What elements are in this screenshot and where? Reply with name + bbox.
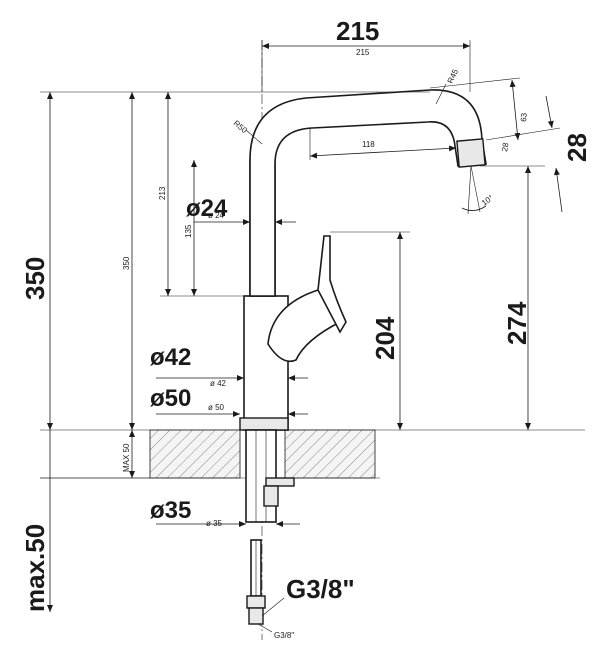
label-diameter-50: ø50 xyxy=(150,385,191,412)
leader-r50 xyxy=(245,129,263,145)
label-135: 135 xyxy=(184,224,193,238)
label-diameter-24: ø24 xyxy=(186,195,228,222)
label-lever-height: 204 xyxy=(370,316,400,360)
dim-diameter-50: ø50 ø 50 xyxy=(150,385,308,417)
label-outlet-angle: 10° xyxy=(480,193,495,207)
dim-neck-height: 135 xyxy=(184,160,197,296)
label-connection: G3/8" xyxy=(286,574,355,604)
label-deck-thickness-small: MAX 50 xyxy=(122,443,131,472)
dim-outlet-height: 28 28 xyxy=(485,95,592,213)
label-diameter-24-small: ø 24 xyxy=(208,211,225,220)
dim-diameter-24: ø24 ø 24 xyxy=(186,195,296,225)
lever-handle xyxy=(267,235,347,363)
dim-spout-reach: 118 xyxy=(309,128,457,160)
label-diameter-42: ø42 xyxy=(150,344,191,371)
label-213: 213 xyxy=(158,186,167,200)
label-spout-drop: 63 xyxy=(519,112,529,122)
label-outlet-height: 28 xyxy=(562,133,592,162)
dim-outlet-angle: 10° xyxy=(461,165,495,215)
dim-overall-height: 350 350 xyxy=(20,91,430,430)
dim-top-inner-height: 213 xyxy=(158,92,244,297)
dim-connection: G3/8" G3/8" xyxy=(257,574,355,640)
leader-r45 xyxy=(435,83,447,105)
spout xyxy=(249,89,487,297)
label-connection-small: G3/8" xyxy=(274,631,294,640)
dim-diameter-42: ø42 ø 42 xyxy=(150,344,308,388)
dim-deck-thickness: max.50 MAX 50 xyxy=(20,430,150,612)
dim-overall-width: 215 215 xyxy=(261,16,471,92)
dim-spout-clearance: 274 xyxy=(480,165,545,430)
countertop xyxy=(40,429,585,479)
label-spout-clearance: 274 xyxy=(502,301,532,345)
label-overall-height: 350 xyxy=(20,257,50,300)
label-diameter-35-small: ø 35 xyxy=(206,519,223,528)
dim-lever-height: 204 xyxy=(330,231,410,430)
mounting-shank xyxy=(245,429,295,523)
label-spout-reach: 118 xyxy=(362,140,375,149)
label-overall-width-small: 215 xyxy=(356,48,370,57)
label-overall-height-small: 350 xyxy=(122,256,131,270)
label-overall-width: 215 xyxy=(336,16,379,46)
label-outlet-height-small: 28 xyxy=(500,141,511,152)
label-deck-thickness: max.50 xyxy=(20,524,50,612)
supply-hose xyxy=(246,539,266,625)
label-bend-radius-2: R45 xyxy=(446,67,461,85)
label-bend-radius-1: R50 xyxy=(232,119,249,136)
dim-diameter-35: ø35 ø 35 xyxy=(150,497,300,528)
label-diameter-35: ø35 xyxy=(150,497,191,524)
label-diameter-50-small: ø 50 xyxy=(208,403,225,412)
label-diameter-42-small: ø 42 xyxy=(210,379,227,388)
